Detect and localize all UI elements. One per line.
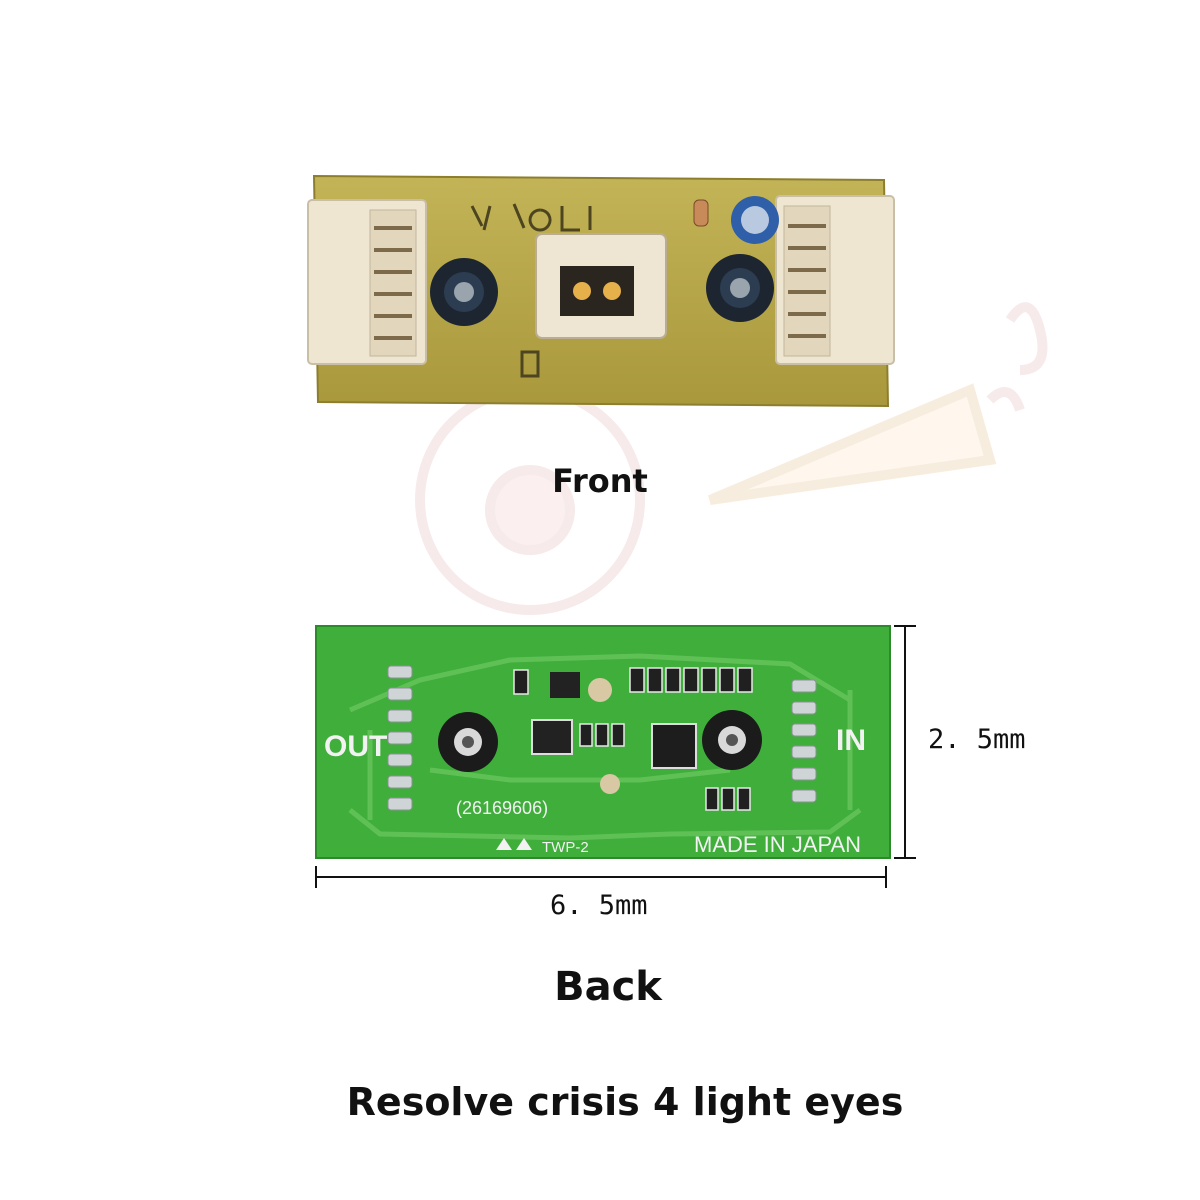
height-dimension-label: 2. 5mm [928, 724, 1026, 755]
right-connector [775, 195, 895, 365]
back-left-pads [387, 665, 413, 811]
capacitor [731, 196, 779, 244]
back-board-photo: OUT IN (26169606) TWP-2 MADE IN JAPAN [315, 625, 891, 859]
origin-label: MADE IN JAPAN [694, 832, 861, 857]
label-out: OUT [324, 730, 387, 763]
front-board-photo [307, 174, 895, 408]
front-right-light-eye [706, 254, 774, 322]
back-chips [531, 672, 697, 794]
serial-label: (26169606) [456, 798, 548, 818]
main-title: Resolve crisis 4 light eyes [346, 1080, 904, 1124]
height-dimension-line [894, 625, 916, 859]
left-connector [307, 199, 427, 365]
model-label: TWP-2 [542, 839, 589, 856]
back-left-light-eye [438, 712, 498, 772]
front-left-light-eye [430, 258, 498, 326]
label-in: IN [836, 724, 866, 757]
back-right-light-eye [702, 710, 762, 770]
center-socket [535, 233, 667, 339]
caption-back: Back [554, 964, 662, 1010]
width-dimension-line [315, 866, 887, 888]
resistor [693, 199, 709, 227]
caption-front: Front [552, 462, 648, 500]
back-right-pads [791, 679, 817, 803]
width-dimension-label: 6. 5mm [550, 890, 648, 921]
